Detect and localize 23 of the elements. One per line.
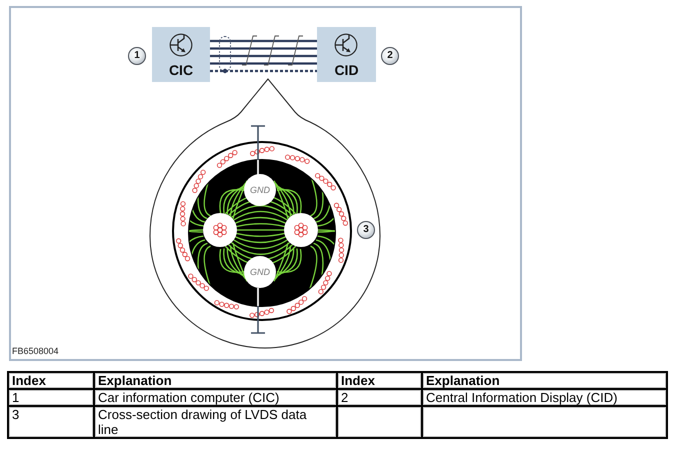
cable-wire — [210, 62, 317, 65]
cable-wire — [210, 70, 317, 72]
table-cell: 3 — [8, 406, 94, 438]
table-header-cell: Explanation — [422, 372, 667, 389]
table-cell: Car information computer (CIC) — [94, 389, 337, 406]
control-unit-box — [152, 27, 210, 82]
callout-number: 1 — [128, 47, 146, 65]
table-cell: 2 — [337, 389, 422, 406]
cable-wire — [210, 54, 317, 58]
callout-number: 3 — [357, 221, 375, 239]
table-cell: Cross-section drawing of LVDS data line — [94, 406, 337, 438]
cable-wire — [210, 40, 317, 42]
table-cell: 1 — [8, 389, 94, 406]
control-unit-box — [317, 27, 376, 82]
table-header-cell: Explanation — [94, 372, 337, 389]
unit-label: CID — [333, 62, 360, 78]
table-header-cell: Index — [8, 372, 94, 389]
cable-wire — [210, 47, 317, 50]
table-header-cell: Index — [337, 372, 422, 389]
table-cell: Central Information Display (CID) — [422, 389, 667, 406]
callout-number: 2 — [381, 47, 399, 65]
unit-label: CIC — [168, 62, 194, 78]
figure-code: FB6508004 — [12, 346, 59, 357]
